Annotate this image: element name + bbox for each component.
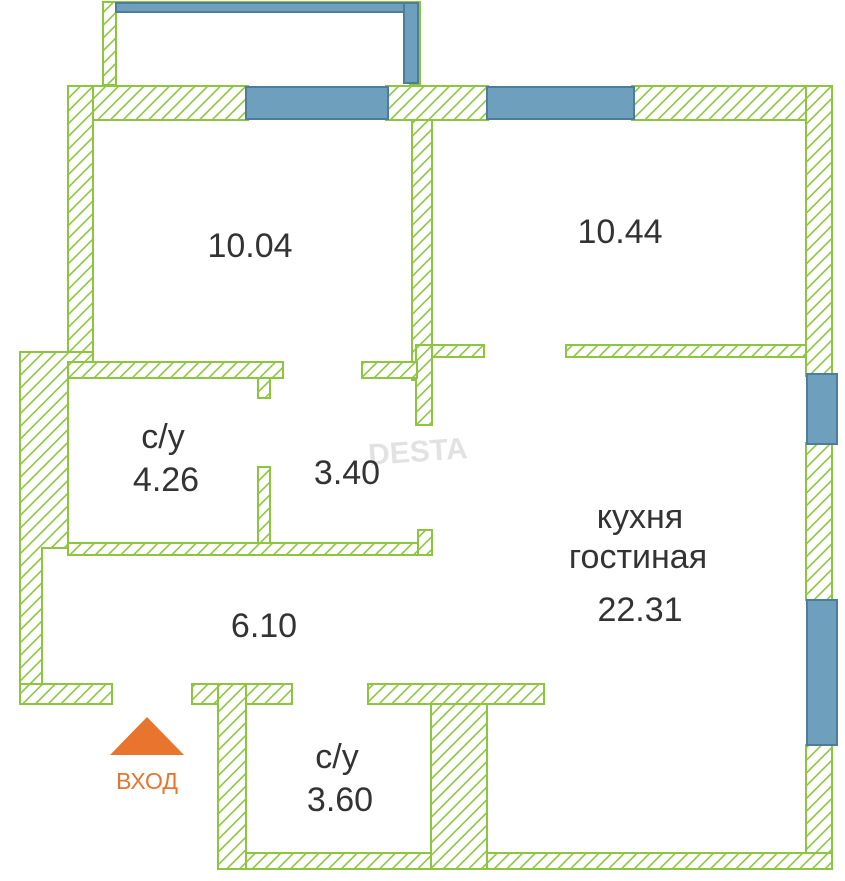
top-wall-mid: [385, 85, 489, 121]
room-name-bathroom-bottom: с/у: [315, 738, 358, 776]
wc-bottom-right-wall: [430, 683, 488, 870]
corridor-bottom-wall: [67, 542, 433, 556]
balcony-wall: [102, 1, 421, 86]
entrance-label: ВХОД: [116, 768, 178, 794]
watermark: DESTA: [367, 432, 469, 472]
left-wall-upper: [67, 85, 94, 372]
wc-bottom-left-wall: [217, 683, 247, 870]
wc-top-door-stub: [257, 377, 271, 399]
room-name-bathroom-top: с/у: [141, 418, 184, 456]
corridor-door-stub: [417, 529, 433, 556]
bottom-wall: [217, 852, 833, 870]
room-name-kitchen-line1: кухня: [597, 498, 683, 536]
room-area-corridor: 3.40: [314, 454, 380, 492]
top-wall-right: [631, 85, 833, 121]
partition-center-lower: [415, 344, 433, 426]
balcony-window-top: [115, 2, 411, 13]
bedroom-right-bottom-wall: [431, 344, 485, 358]
room-area-bathroom-bottom: 3.60: [307, 781, 373, 819]
bedroom-left-bottom-wall: [67, 361, 284, 379]
triangle-up-icon: [110, 717, 184, 755]
window-kitchen-lower: [806, 599, 838, 746]
wc-top-right-wall: [257, 466, 271, 550]
balcony-window-side: [403, 2, 419, 84]
room-area-bedroom-left: 10.04: [207, 227, 292, 265]
lobby-wall-left: [19, 683, 113, 705]
room-area-kitchen: 22.31: [597, 591, 682, 629]
partition-center-upper: [411, 119, 433, 381]
wc-bottom-top-wall: [367, 683, 545, 705]
right-wall-bottom: [805, 744, 833, 870]
room-name-kitchen-line2: гостиная: [569, 538, 707, 576]
bedroom-left-bottom-wall-2: [361, 361, 418, 379]
window-kitchen-upper: [806, 373, 838, 445]
right-wall-top: [805, 85, 833, 377]
left-wall-lower: [19, 351, 94, 685]
top-wall-left: [67, 85, 249, 121]
room-area-bedroom-right: 10.44: [577, 213, 662, 251]
window-bedroom-left: [245, 86, 389, 120]
bedroom-right-bottom-wall-2: [565, 344, 807, 358]
windows-group: [115, 2, 838, 746]
room-area-hallway: 6.10: [231, 607, 297, 645]
window-bedroom-right: [486, 86, 635, 120]
right-wall-mid: [805, 442, 833, 601]
room-area-bathroom-top: 4.26: [133, 461, 199, 499]
walls-group: [19, 1, 833, 870]
